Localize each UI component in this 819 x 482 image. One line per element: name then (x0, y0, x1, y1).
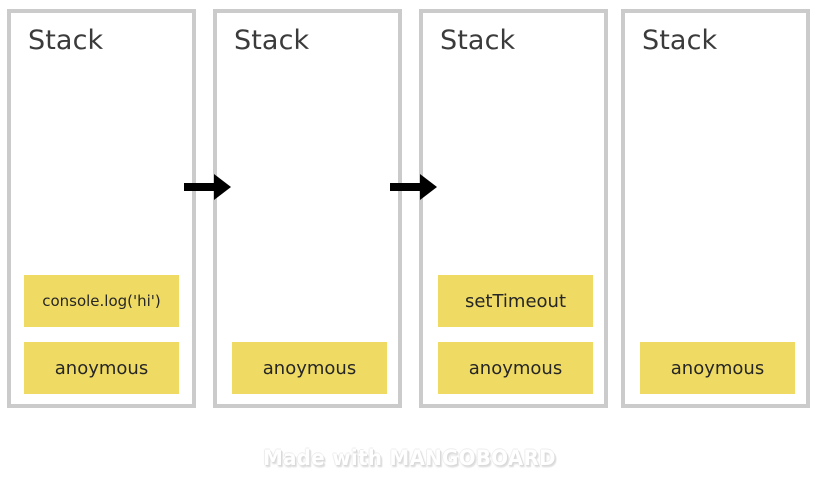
stack-title-1: Stack (28, 25, 104, 56)
footer-watermark: Made with MANGOBOARD (263, 446, 556, 470)
arrow-right-icon-2 (390, 172, 438, 202)
arrow-right-icon-1 (184, 172, 232, 202)
stack-box-3: Stack setTimeout anoymous (419, 9, 608, 408)
stack-title-3: Stack (440, 25, 516, 56)
call-frame-console-log: console.log('hi') (24, 275, 179, 327)
call-frame-anonymous-1: anoymous (24, 342, 179, 394)
stack-box-2: Stack anoymous (213, 9, 402, 408)
stack-title-2: Stack (234, 25, 310, 56)
stack-title-4: Stack (642, 25, 718, 56)
call-frame-settimeout: setTimeout (438, 275, 593, 327)
call-frame-anonymous-3: anoymous (438, 342, 593, 394)
stack-box-4: Stack anoymous (621, 9, 810, 408)
call-frame-anonymous-4: anoymous (640, 342, 795, 394)
call-frame-anonymous-2: anoymous (232, 342, 387, 394)
stack-box-1: Stack console.log('hi') anoymous (7, 9, 196, 408)
